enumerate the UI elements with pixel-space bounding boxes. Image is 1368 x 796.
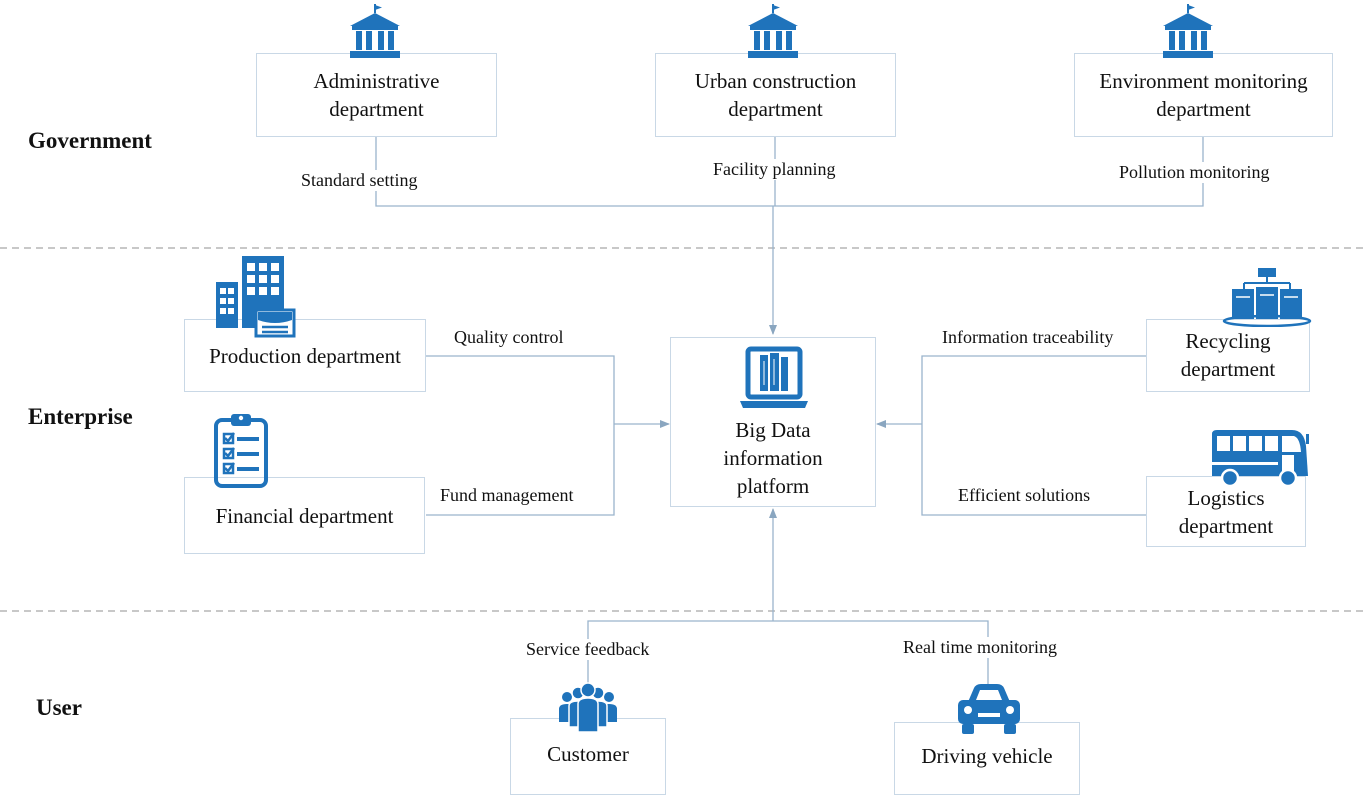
edge-label-standard-setting: Standard setting (300, 170, 419, 191)
edge-label-quality-control: Quality control (453, 327, 565, 348)
edge-label-facility-planning: Facility planning (712, 159, 837, 180)
node-production-department: Production department (184, 319, 426, 392)
node-label: Big Data information platform (723, 418, 823, 498)
laptop-books-icon (740, 346, 808, 408)
car-icon (958, 684, 1020, 734)
connector-information-traceability (921, 355, 1146, 516)
people-group-icon (559, 682, 617, 733)
edge-label-efficient-solutions: Efficient solutions (957, 485, 1092, 506)
node-label: Customer (547, 742, 629, 766)
government-building-icon (350, 4, 400, 58)
node-label: Environment monitoring department (1099, 69, 1308, 121)
edge-label-real-time-monitoring: Real time monitoring (902, 637, 1058, 658)
government-building-icon (1163, 4, 1213, 58)
node-label: Recycling department (1180, 329, 1276, 381)
edge-label-pollution-monitoring: Pollution monitoring (1118, 162, 1271, 183)
node-urban-construction-department: Urban construction department (655, 53, 896, 137)
government-building-icon (748, 4, 798, 58)
tier-label-government: Government (28, 128, 152, 153)
node-label: Production department (209, 343, 401, 368)
bus-icon (1212, 430, 1309, 488)
node-label: Financial department (215, 503, 394, 528)
edge-label-information-traceability: Information traceability (941, 327, 1115, 348)
edge-label-fund-management: Fund management (439, 485, 575, 506)
node-label: Administrative department (313, 69, 440, 121)
edge-label-service-feedback: Service feedback (525, 639, 651, 660)
connector-service-feedback (587, 620, 989, 722)
node-financial-department: Financial department (184, 477, 425, 554)
tier-label-enterprise: Enterprise (28, 404, 133, 429)
node-driving-vehicle: Driving vehicle (894, 722, 1080, 795)
node-label: Urban construction department (694, 69, 857, 121)
tier-label-user: User (36, 695, 82, 720)
node-label: Logistics department (1178, 486, 1274, 538)
connector-quality-control (426, 355, 615, 516)
node-environment-monitoring-department: Environment monitoring department (1074, 53, 1333, 137)
office-building-icon (216, 256, 296, 338)
node-recycling-department: Recycling department (1146, 319, 1310, 392)
server-rack-icon (1222, 268, 1312, 327)
node-administrative-department: Administrative department (256, 53, 497, 137)
clipboard-checklist-icon (214, 414, 268, 488)
node-label: Driving vehicle (921, 744, 1053, 768)
